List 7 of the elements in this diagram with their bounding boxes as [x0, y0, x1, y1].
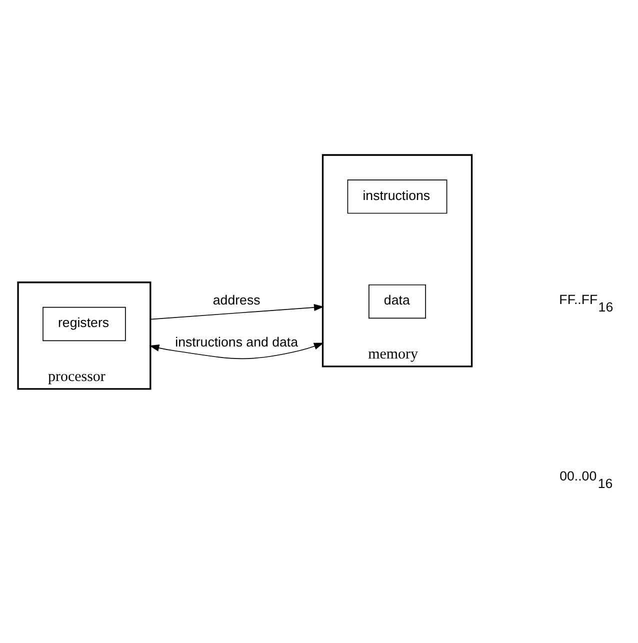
arrow	[150, 304, 324, 320]
arrow	[149, 342, 324, 360]
node-box: instructions	[347, 180, 448, 214]
node-box: registers	[42, 306, 126, 342]
edge-label: address	[212, 292, 260, 308]
edge-label: instructions and data	[175, 334, 298, 350]
node-box: data	[368, 284, 426, 319]
